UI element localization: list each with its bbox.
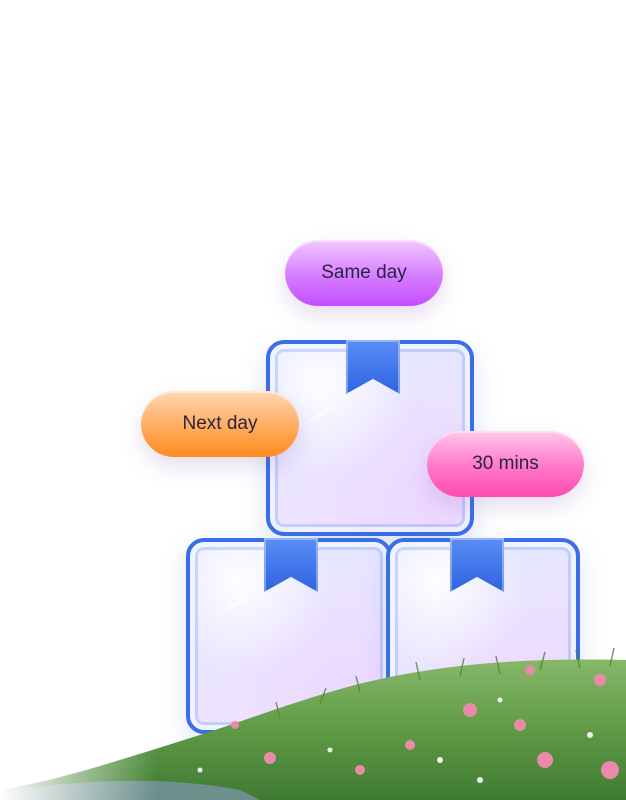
- box-ribbon-icon: [264, 538, 318, 592]
- same-day-label: Same day: [321, 262, 407, 283]
- flower-meadow: [0, 640, 626, 800]
- same-day-badge: Same day: [285, 240, 443, 306]
- glass-highlight: [293, 400, 347, 430]
- box-ribbon-icon: [450, 538, 504, 592]
- next-day-badge: Next day: [141, 391, 299, 457]
- glass-highlight: [211, 588, 265, 618]
- package-box-top: [266, 340, 474, 536]
- box-ribbon-icon: [346, 340, 400, 394]
- thirty-mins-badge: 30 mins: [427, 431, 584, 497]
- thirty-mins-label: 30 mins: [472, 453, 539, 474]
- next-day-label: Next day: [182, 413, 258, 434]
